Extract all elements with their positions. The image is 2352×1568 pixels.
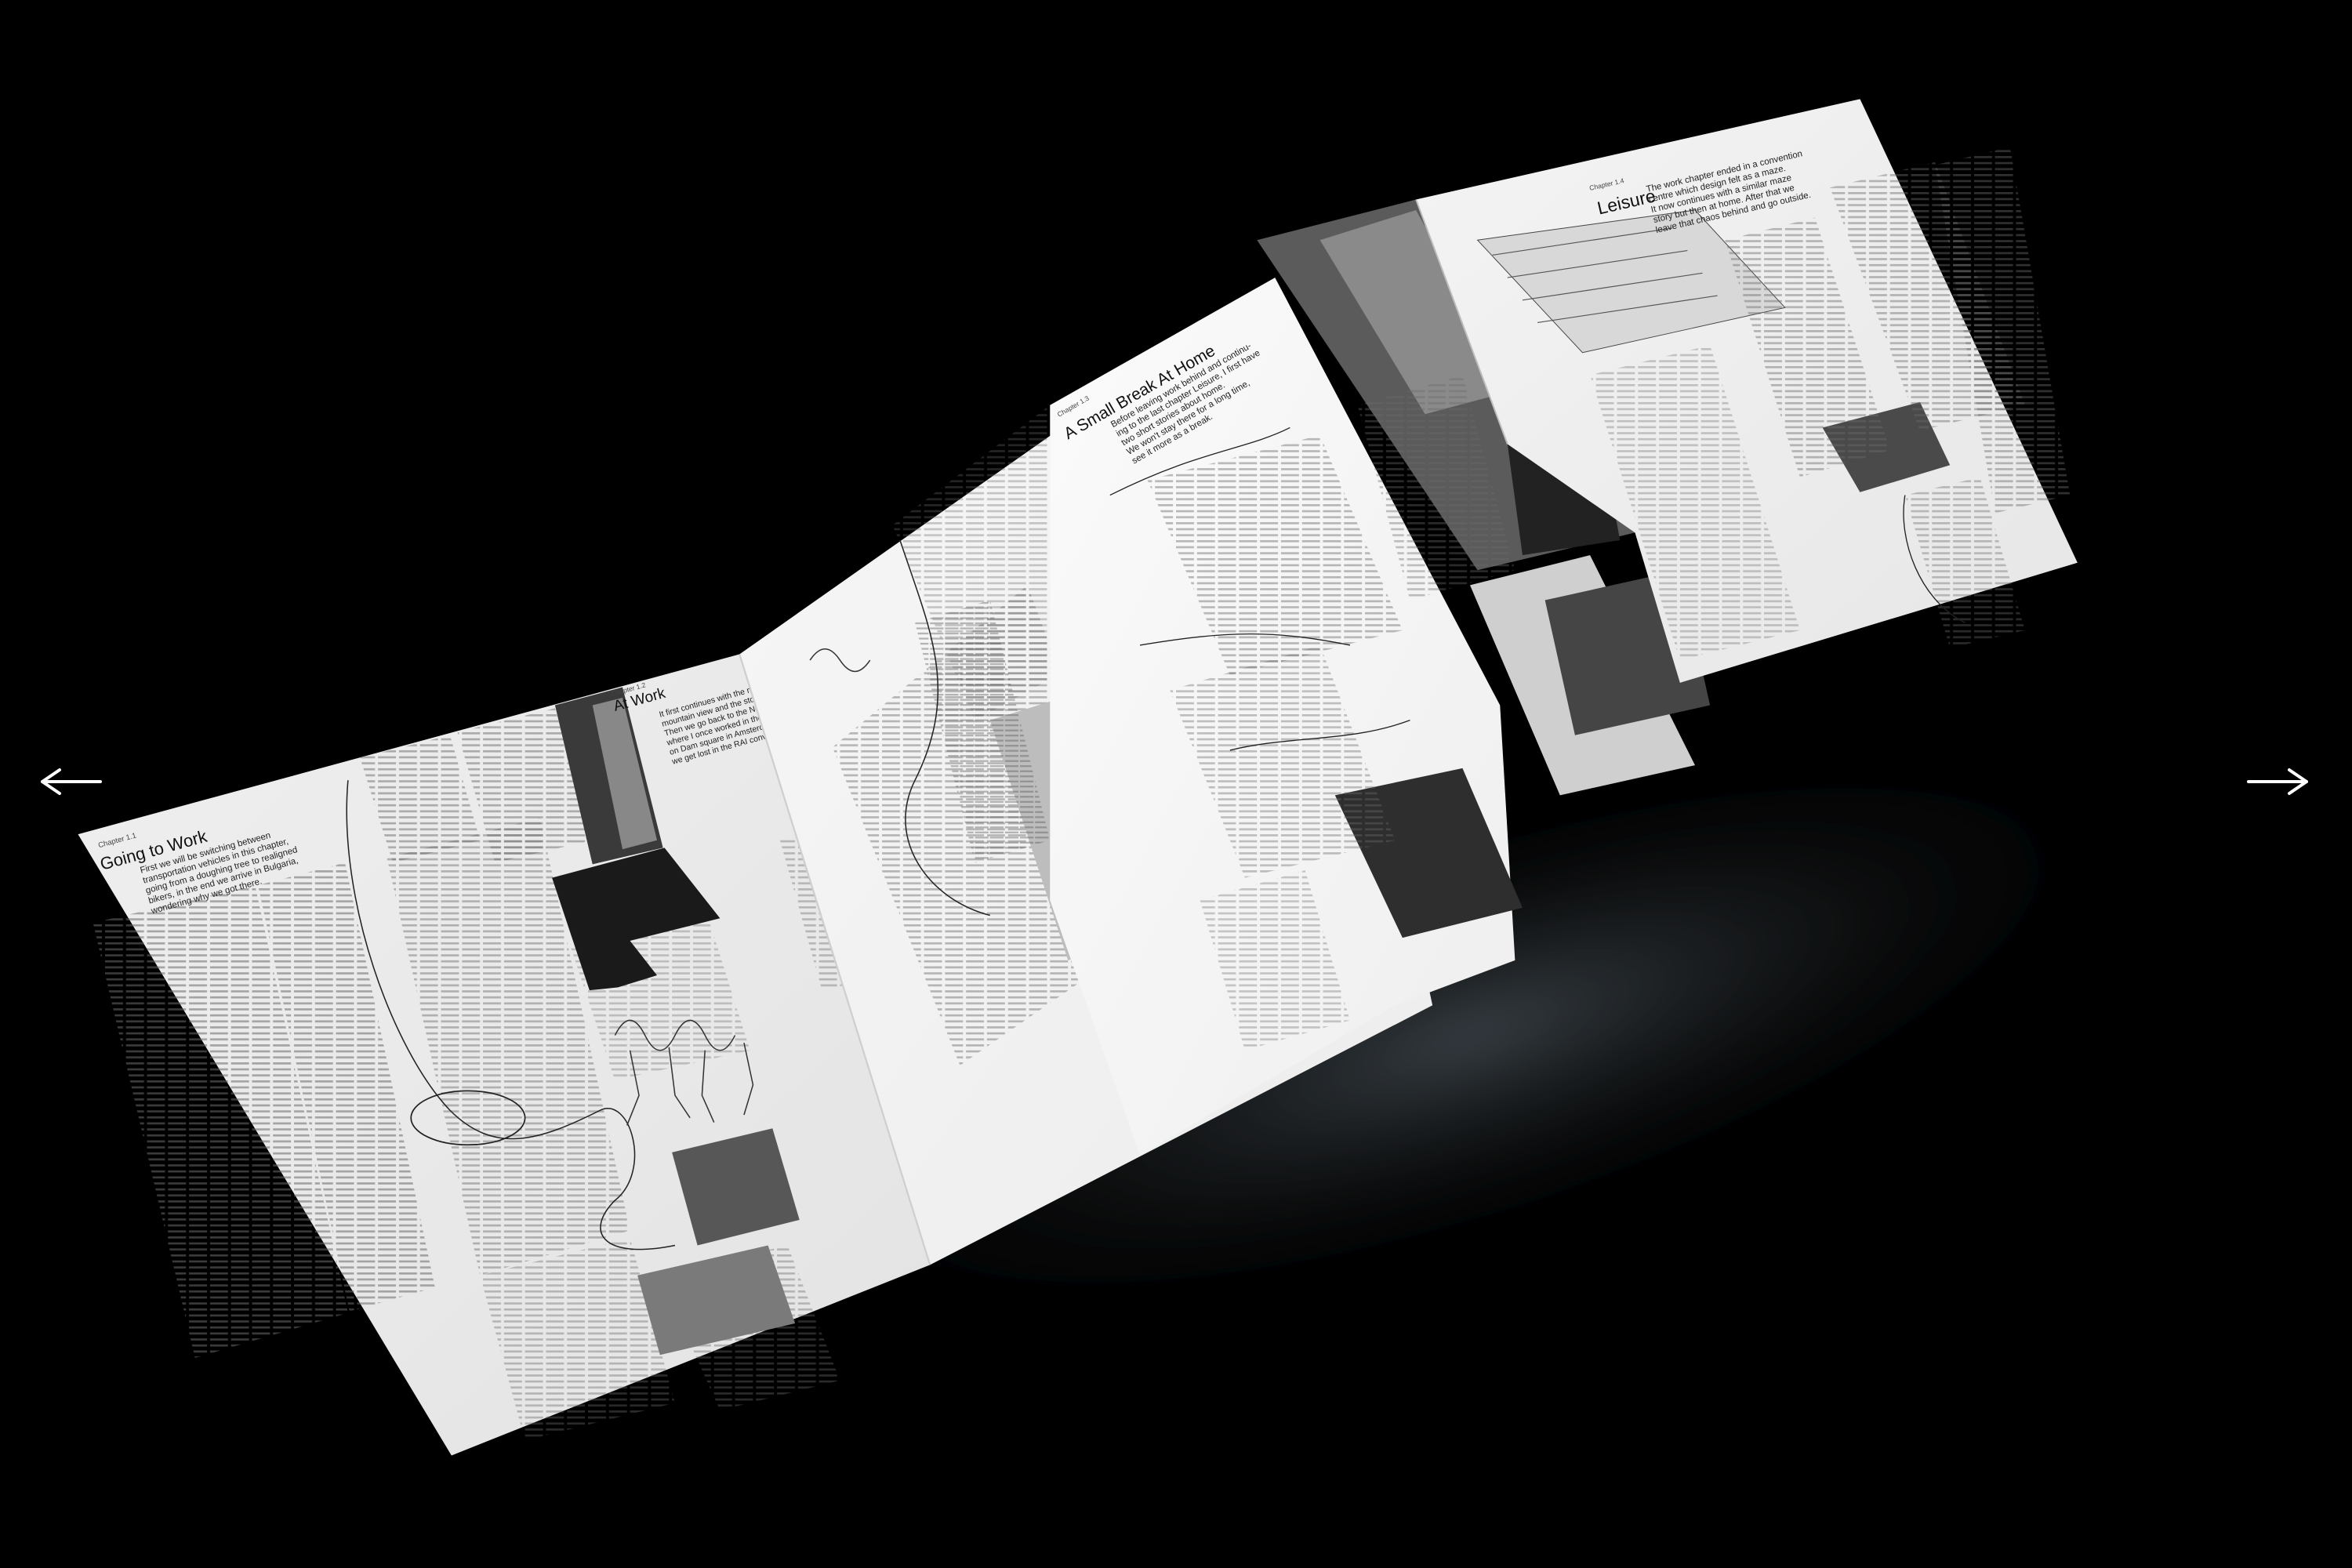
photo-dark-block [552,848,720,991]
drawing-octopus [410,1090,526,1146]
arrow-left-icon [41,768,102,795]
arrow-right-icon [2247,768,2308,795]
previous-arrow-button[interactable] [36,762,107,801]
drawing-dancers [614,1019,736,1051]
photo-street [672,1128,800,1246]
next-arrow-button[interactable] [2242,762,2313,801]
panel-leisure: Chapter 1.4 Leisure The work chapter end… [1416,99,2078,683]
panel-small-break: Chapter 1.3 A Small Break At Home Before… [1050,199,1711,1156]
drawing-figures-small [809,648,871,673]
photo-building [637,1245,796,1356]
